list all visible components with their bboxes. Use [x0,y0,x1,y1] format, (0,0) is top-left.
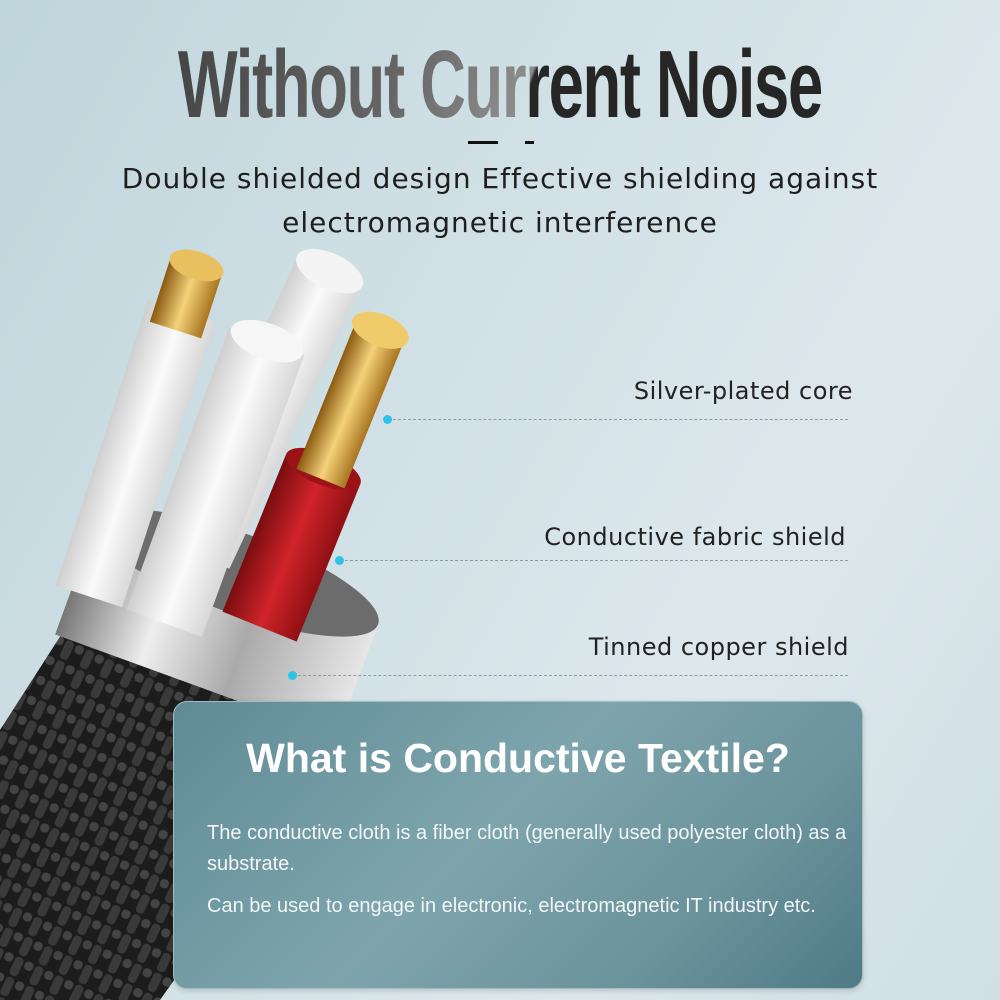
callout-line [293,675,848,676]
divider [468,141,498,144]
headline: Without Current Noise [0,30,1000,140]
callout-dot [288,671,297,680]
info-card: What is Conductive Textile? The conducti… [173,701,863,989]
callout-dot [335,556,344,565]
callout-line [388,419,848,420]
subtitle-line: Double shielded design Effective shieldi… [121,162,879,195]
callout-label: Conductive fabric shield [544,523,846,551]
callout-label: Tinned copper shield [588,633,849,661]
callout-line [340,560,848,561]
callout-label: Silver-plated core [633,377,853,405]
subtitle-line: electromagnetic interference [282,206,718,239]
subtitle: Double shielded design Effective shieldi… [0,157,1000,245]
headline-text: Without Current Noise [178,31,823,138]
info-card-paragraph: Can be used to engage in electronic, ele… [207,895,816,917]
info-card-heading: What is Conductive Textile? [246,735,790,781]
divider [525,141,534,144]
callout-dot [383,415,392,424]
info-card-paragraph: The conductive cloth is a fiber cloth (g… [207,822,847,875]
